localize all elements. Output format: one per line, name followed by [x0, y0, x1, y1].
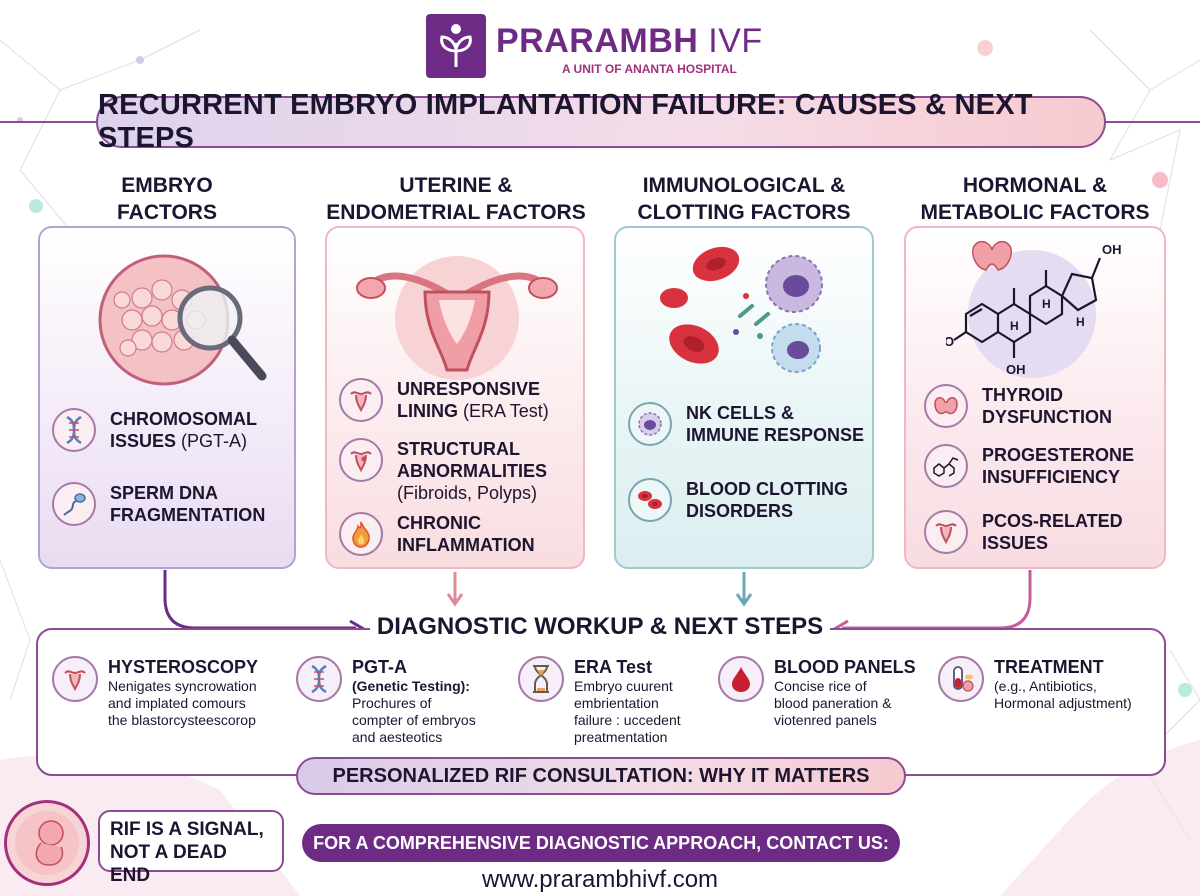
test-tube-pills-icon [938, 656, 984, 702]
embryo-panel: CHROMOSOMAL ISSUES (PGT-A) SPERM DNA FRA… [38, 226, 296, 569]
hormonal-item-progesterone: PROGESTERONE INSUFFICIENCY [924, 444, 1162, 488]
immune-heading: IMMUNOLOGICAL &CLOTTING FACTORS [637, 174, 851, 224]
step-hysteroscopy: HYSTEROSCOPY Nenigates syncrowation and … [52, 656, 288, 729]
uterus-icon [339, 378, 383, 422]
hormonal-item-pcos: PCOS-RELATED ISSUES [924, 510, 1162, 554]
uterus-icon [52, 656, 98, 702]
immune-item-clotting: BLOOD CLOTTING DISORDERS [628, 478, 866, 522]
hourglass-icon [518, 656, 564, 702]
consultation-banner: PERSONALIZED RIF CONSULTATION: WHY IT MA… [296, 757, 906, 795]
dna-icon [296, 656, 342, 702]
steroid-molecule-icon: OH OH O H H H [946, 240, 1122, 378]
rif-signal-box: RIF IS A SIGNAL, NOT A DEAD END [98, 810, 284, 886]
immune-panel: NK CELLS & IMMUNE RESPONSE BLOOD CLOTTIN… [614, 226, 874, 569]
uterus-icon [339, 438, 383, 482]
molecule-oh-bottom: OH [1006, 362, 1026, 377]
molecule-o: O [946, 334, 954, 349]
molecule-h2: H [1010, 319, 1019, 333]
immune-cells-icon [660, 246, 823, 373]
contact-banner: FOR A COMPREHENSIVE DIAGNOSTIC APPROACH,… [302, 824, 900, 862]
uterine-panel: UNRESPONSIVE LINING (ERA Test) STRUCTURA… [325, 226, 585, 569]
molecule-h1: H [1042, 297, 1051, 311]
page-title: RECURRENT EMBRYO IMPLANTATION FAILURE: C… [98, 89, 1033, 154]
step-blood-panels: BLOOD PANELS Concise rice of blood paner… [718, 656, 934, 729]
nk-cell-icon [628, 402, 672, 446]
dna-icon [52, 408, 96, 452]
hormonal-heading: HORMONAL &METABOLIC FACTORS [920, 174, 1150, 224]
embryo-item-chromosomal: CHROMOSOMAL ISSUES (PGT-A) [52, 408, 280, 452]
website-link[interactable]: www.prarambhivf.com [481, 866, 719, 893]
step-treatment: TREATMENT (e.g., Antibiotics, Hormonal a… [938, 656, 1164, 712]
hormonal-item-thyroid: THYROID DYSFUNCTION [924, 384, 1162, 428]
thyroid-icon [924, 384, 968, 428]
uterus-icon [924, 510, 968, 554]
uterine-item-structural: STRUCTURAL ABNORMALITIES(Fibroids, Polyp… [339, 438, 587, 504]
molecule-icon [924, 444, 968, 488]
uterine-heading: UTERINE &ENDOMETRIAL FACTORS [326, 174, 586, 224]
uterine-item-lining: UNRESPONSIVE LINING (ERA Test) [339, 378, 577, 422]
blood-cells-icon [628, 478, 672, 522]
molecule-oh-top: OH [1102, 242, 1122, 257]
heart-tree-icon [440, 24, 472, 67]
flame-icon [339, 512, 383, 556]
hormonal-panel: OH OH O H H H THYROID DYSFUNCTION PROGES… [904, 226, 1166, 569]
title-banner: RECURRENT EMBRYO IMPLANTATION FAILURE: C… [96, 89, 1106, 154]
uterus-icon [356, 256, 558, 380]
brand-name: PRARAMBH IVF [496, 22, 763, 60]
diagnostic-title: DIAGNOSTIC WORKUP & NEXT STEPS [370, 613, 830, 641]
logo [426, 14, 486, 78]
uterine-item-inflammation: CHRONIC INFLAMMATION [339, 512, 567, 556]
molecule-h3: H [1076, 315, 1085, 329]
embryo-item-sperm: SPERM DNA FRAGMENTATION [52, 482, 280, 526]
fetus-icon [4, 800, 90, 886]
step-pgt-a: PGT-A (Genetic Testing): Prochures of co… [296, 656, 512, 746]
brand-tagline: A UNIT OF ANANTA HOSPITAL [562, 62, 737, 76]
immune-item-nk: NK CELLS & IMMUNE RESPONSE [628, 402, 866, 446]
blood-drop-icon [718, 656, 764, 702]
step-era-test: ERA Test Embryo cuurent embrientation fa… [518, 656, 714, 746]
sperm-icon [52, 482, 96, 526]
embryo-magnifier-icon [98, 254, 267, 386]
